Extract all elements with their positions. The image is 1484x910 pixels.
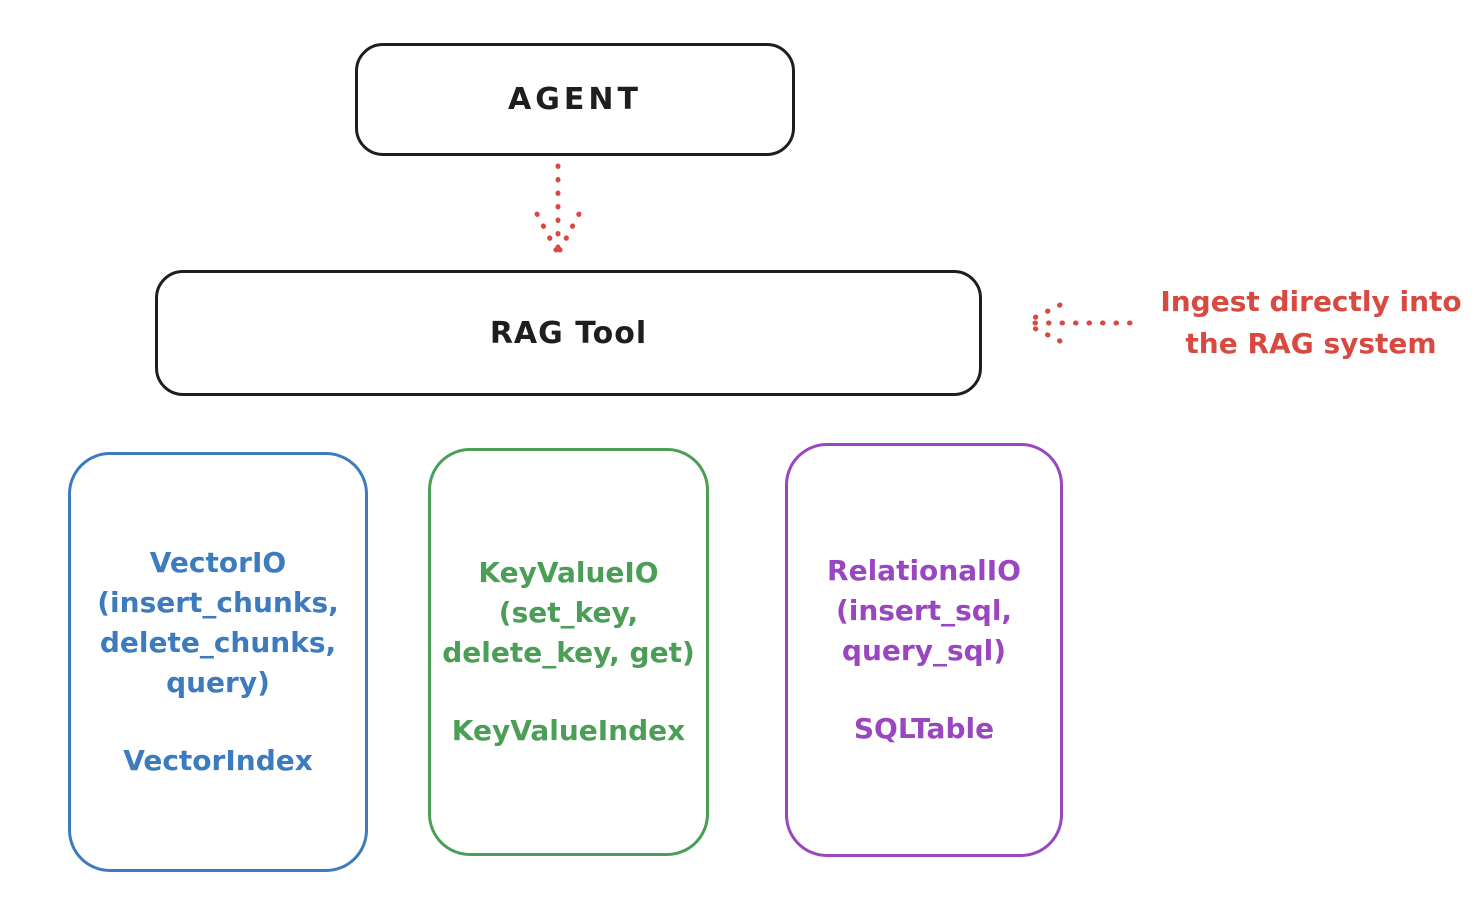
sql-table-label: SQLTable [853,712,995,745]
agent-label: AGENT [508,82,642,117]
vector-io-method-line: (insert_chunks, [97,586,339,619]
ingest-annotation-line1: Ingest directly into [1160,285,1462,318]
keyvalue-io-box: KeyValueIO (set_key, delete_key, get) Ke… [428,448,709,856]
vector-io-title: VectorIO [149,546,287,579]
relational-io-method-line: (insert_sql, [835,594,1013,627]
vector-index-label: VectorIndex [123,744,313,777]
keyvalue-index-label: KeyValueIndex [451,714,686,747]
agent-box: AGENT [355,43,795,156]
dotted-arrow-down-icon [534,163,582,253]
rag-tool-label: RAG Tool [489,315,648,351]
keyvalue-io-method-line: delete_key, get) [442,636,695,669]
rag-tool-box: RAG Tool [155,270,982,396]
relational-io-method-line: query_sql) [841,634,1007,667]
dotted-arrow-left-icon [1024,302,1133,344]
keyvalue-io-title: KeyValueIO [478,556,659,589]
ingest-annotation: Ingest directly into the RAG system [1138,281,1484,365]
vector-io-box: VectorIO (insert_chunks, delete_chunks, … [68,452,368,872]
vector-io-method-line: delete_chunks, [99,626,337,659]
vector-io-method-line: query) [166,666,270,699]
relational-io-box: RelationalIO (insert_sql, query_sql) SQL… [785,443,1063,857]
keyvalue-io-method-line: (set_key, [498,596,639,629]
relational-io-title: RelationalIO [827,554,1021,587]
ingest-annotation-line2: the RAG system [1185,327,1437,360]
